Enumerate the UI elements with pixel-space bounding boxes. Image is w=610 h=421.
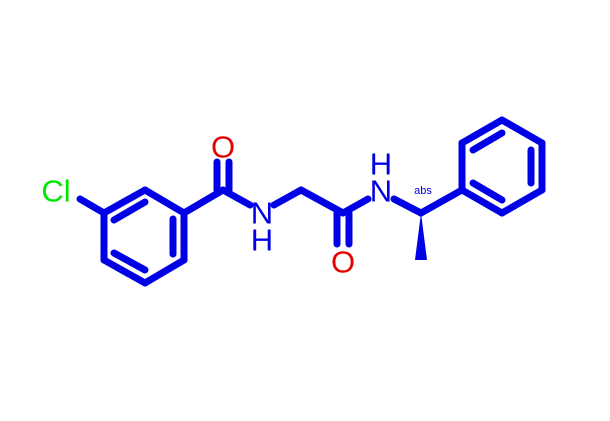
ring-carbonyl-bond [180,186,227,217]
nitrogen-atom-label: N [251,196,273,231]
ring-bond [458,116,506,147]
ring-inner-bond [110,249,149,274]
hydrogen-atom-label: H [251,223,273,258]
chlorophenyl-ring [100,186,188,287]
nitrogen-atom-label: N [370,174,392,209]
hydrogen-atom-label: H [370,147,392,182]
oxygen-atom-label: O [331,245,355,280]
chiral-phenyl-bond [417,186,466,217]
ring-bond [458,186,506,217]
oxygen-atom-label: O [211,130,235,165]
c-n2-bond [339,195,372,217]
ch2-c-bond [297,186,347,217]
ring-bond [141,256,188,287]
c-n-bond [219,186,254,209]
amide1-bonds [180,158,254,217]
n-ch2-bond [270,186,305,209]
ring-bond [498,186,546,217]
ring-bond [100,186,149,217]
c-cl-bond [76,195,108,217]
ring-bond [498,116,546,147]
ring-inner-bond [110,198,149,224]
phenyl-ring [458,116,546,217]
glycine-bonds [270,186,372,248]
ring-inner-bond [469,129,506,154]
n-chiral-bond [390,195,425,217]
stereo-abs-label: abs [414,185,432,197]
chiral-bonds [390,186,466,217]
wedge-methyl-bond [415,213,427,260]
ring-bond [100,256,149,287]
chlorine-atom-label: Cl [41,174,70,209]
ring-bond [141,186,188,217]
ring-inner-bond [469,179,506,204]
